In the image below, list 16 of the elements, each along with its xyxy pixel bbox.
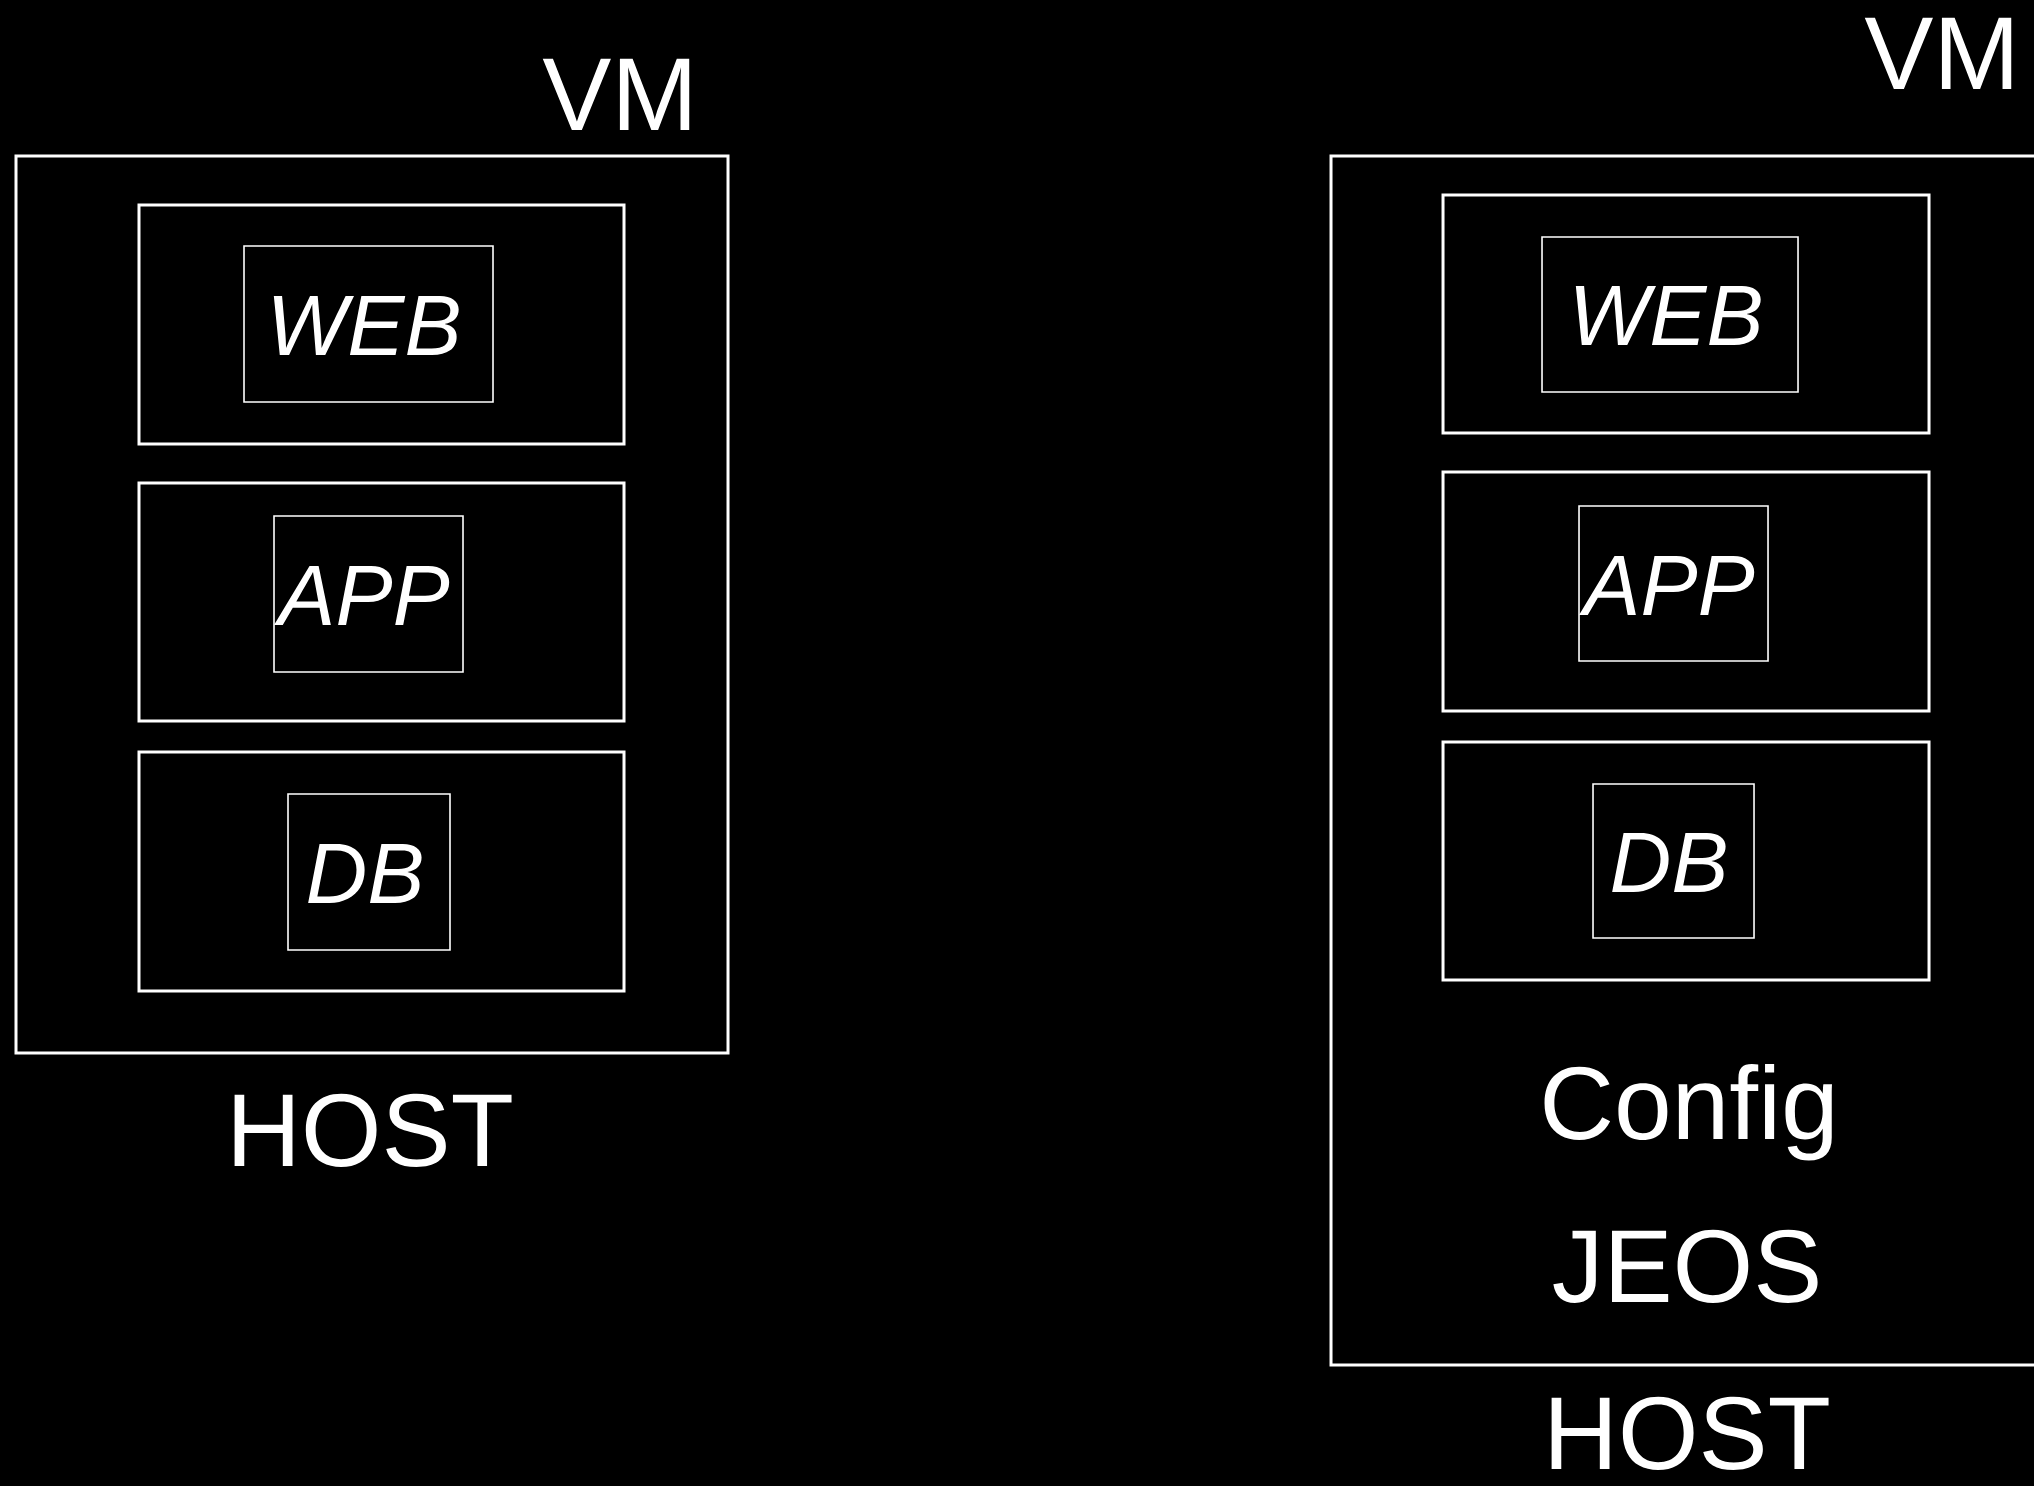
tier-box [137,750,626,993]
tier-box [137,481,626,723]
box-label: DB [1612,833,1726,892]
tier-box [137,203,626,446]
box-label: VM [542,58,690,130]
box-label: HOST [234,1093,512,1167]
box-label: Config [1544,1063,1833,1161]
box-label: DB [308,844,422,903]
box-label: VM [1864,17,2012,89]
tier-box [1441,193,1931,435]
box-label: HOST [1551,1396,1829,1470]
tier-box [1441,470,1931,713]
box-label: WEB [1575,286,1761,345]
box-label: WEB [273,296,459,355]
tier-box [1441,740,1931,982]
box-label: JEOS [1553,1229,1818,1303]
